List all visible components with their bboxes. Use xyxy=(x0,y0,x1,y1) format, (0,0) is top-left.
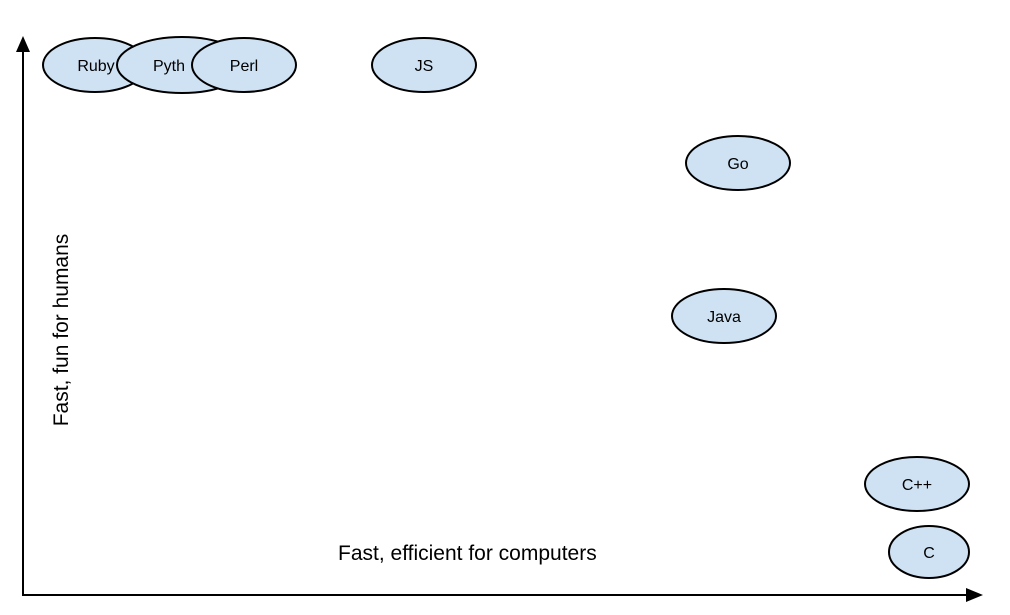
bubble-go-shape xyxy=(685,135,791,191)
x-axis-arrowhead xyxy=(966,588,983,602)
bubble-go-label: Go xyxy=(727,156,748,173)
y-axis-arrowhead xyxy=(16,36,30,52)
bubble-c-shape xyxy=(888,525,970,579)
language-bubble-java: Java xyxy=(671,288,777,344)
bubble-python-label: Pyth xyxy=(153,58,185,75)
bubble-c-label: C xyxy=(923,545,935,562)
bubble-js-shape xyxy=(371,37,477,93)
language-bubble-perl: Perl xyxy=(191,37,297,93)
language-bubble-js: JS xyxy=(371,37,477,93)
bubble-java-label: Java xyxy=(707,309,741,326)
language-bubble-c: C xyxy=(888,525,970,579)
y-axis-label: Fast, fun for humans xyxy=(50,233,73,427)
bubble-perl-shape xyxy=(191,37,297,93)
bubble-java-shape xyxy=(671,288,777,344)
bubble-ruby-label: Ruby xyxy=(77,58,114,75)
bubble-js-label: JS xyxy=(415,58,434,75)
language-bubble-cpp: C++ xyxy=(864,456,970,512)
language-bubble-ruby: Ruby xyxy=(42,37,148,93)
language-bubble-go: Go xyxy=(685,135,791,191)
bubble-cpp-label: C++ xyxy=(902,477,932,494)
bubble-cpp-shape xyxy=(864,456,970,512)
x-axis-label: Fast, efficient for computers xyxy=(338,542,597,565)
bubble-perl-label: Perl xyxy=(230,58,258,75)
